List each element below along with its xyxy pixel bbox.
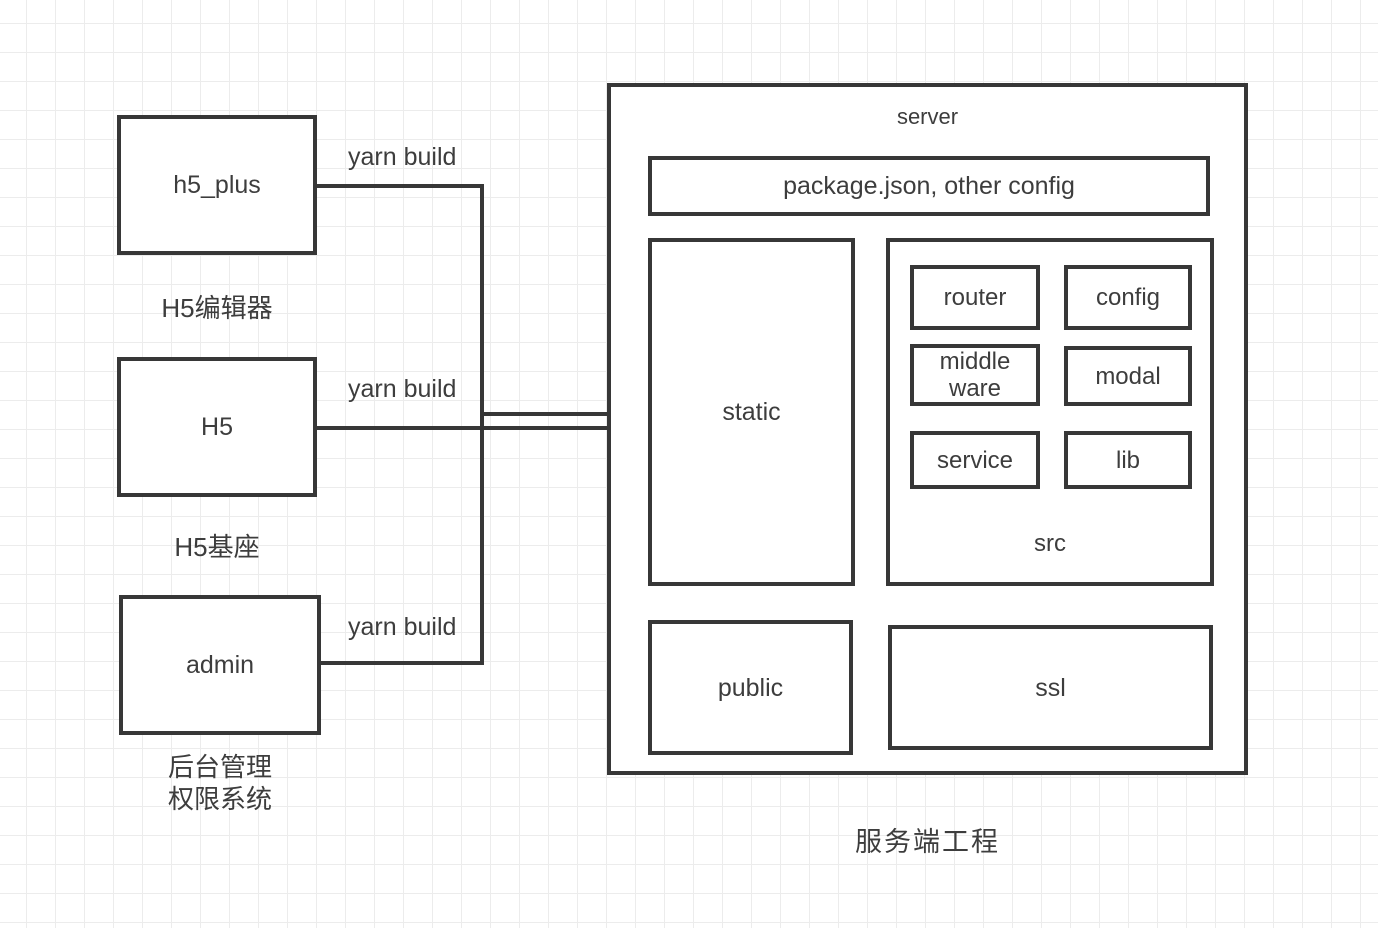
node-static: static bbox=[648, 238, 855, 586]
edge-vertical-bus bbox=[480, 184, 484, 665]
node-service-label: service bbox=[936, 446, 1014, 474]
edge-h5-to-static bbox=[317, 426, 622, 430]
caption-admin: 后台管理 权限系统 bbox=[119, 751, 321, 815]
server-title: server bbox=[896, 104, 959, 129]
node-h5-plus: h5_plus bbox=[117, 115, 317, 255]
node-config: config bbox=[1064, 265, 1192, 330]
node-middleware: middle ware bbox=[910, 344, 1040, 406]
node-admin-label: admin bbox=[185, 651, 255, 679]
caption-h5-plus-line: H5编辑器 bbox=[161, 293, 273, 323]
caption-admin-line-2: 权限系统 bbox=[167, 784, 272, 814]
node-h5-plus-label: h5_plus bbox=[173, 171, 261, 199]
src-label: src bbox=[1034, 530, 1066, 557]
node-h5-label: H5 bbox=[201, 413, 233, 441]
edge-label-h5-plus: yarn build bbox=[348, 143, 457, 171]
node-package-config-label: package.json, other config bbox=[783, 172, 1075, 200]
edge-admin-horizontal bbox=[321, 661, 484, 665]
node-router-label: router bbox=[943, 284, 1007, 311]
caption-admin-line-1: 后台管理 bbox=[167, 752, 272, 782]
edge-label-admin: yarn build bbox=[348, 613, 457, 641]
node-modal: modal bbox=[1064, 346, 1192, 406]
caption-h5-line: H5基座 bbox=[174, 532, 260, 562]
caption-h5: H5基座 bbox=[117, 531, 317, 563]
node-modal-label: modal bbox=[1095, 362, 1161, 390]
node-config-label: config bbox=[1095, 284, 1161, 311]
node-admin: admin bbox=[119, 595, 321, 735]
node-service: service bbox=[910, 431, 1040, 489]
node-h5: H5 bbox=[117, 357, 317, 497]
server-caption: 服务端工程 bbox=[855, 827, 1000, 857]
node-ssl: ssl bbox=[888, 625, 1213, 750]
node-middleware-label: middle ware bbox=[939, 348, 1011, 402]
node-router: router bbox=[910, 265, 1040, 330]
node-ssl-label: ssl bbox=[1035, 673, 1066, 702]
node-package-config: package.json, other config bbox=[648, 156, 1210, 216]
node-server: server package.json, other config static… bbox=[607, 83, 1248, 775]
node-lib: lib bbox=[1064, 431, 1192, 489]
edge-h5-plus-horizontal bbox=[317, 184, 484, 188]
edge-bus-to-static bbox=[480, 412, 622, 416]
node-lib-label: lib bbox=[1115, 446, 1140, 474]
node-src: router config middle ware modal service … bbox=[886, 238, 1214, 586]
node-public-label: public bbox=[717, 673, 784, 702]
edge-label-h5: yarn build bbox=[348, 375, 457, 403]
node-public: public bbox=[648, 620, 853, 755]
caption-h5-plus: H5编辑器 bbox=[117, 292, 317, 324]
node-static-label: static bbox=[722, 398, 781, 426]
